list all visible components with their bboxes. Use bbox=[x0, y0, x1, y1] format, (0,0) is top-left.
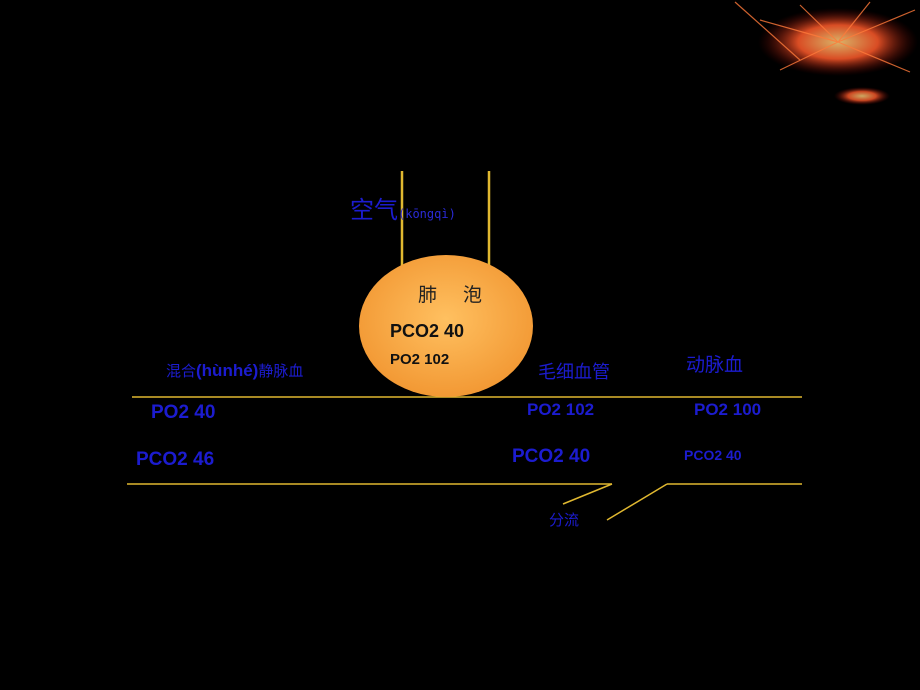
arterial-label: 动脉血 bbox=[686, 354, 744, 376]
capillary-po2: PO2 102 bbox=[527, 400, 595, 419]
shunt-line-right bbox=[606, 483, 668, 521]
capillary-pco2: PCO2 40 bbox=[512, 446, 591, 467]
air-label: 空气(kōngqì) bbox=[350, 190, 456, 225]
arterial-po2: PO2 100 bbox=[694, 400, 762, 419]
alveolus-label: 肺 泡 bbox=[418, 284, 493, 306]
air-pinyin: (kōngqì) bbox=[398, 207, 456, 221]
arterial-pco2: PCO2 40 bbox=[684, 447, 742, 463]
venous-po2: PO2 40 bbox=[151, 402, 216, 423]
firework-decoration bbox=[734, 1, 918, 105]
mixed-venous-label: 混合(hùnhé)静脉血 bbox=[166, 360, 303, 381]
mixed-venous-pinyin: (hùnhé) bbox=[196, 361, 259, 380]
shunt-line-left bbox=[562, 483, 613, 505]
alveolus-circle bbox=[359, 255, 533, 397]
shunt-label: 分流 bbox=[549, 511, 580, 529]
alveolus-po2: PO2 102 bbox=[390, 351, 450, 368]
mixed-venous-label-post: 静脉血 bbox=[258, 362, 304, 380]
mixed-venous-label-pre: 混合 bbox=[166, 362, 197, 380]
venous-pco2: PCO2 46 bbox=[136, 449, 215, 470]
capillary-label: 毛细血管 bbox=[538, 362, 610, 383]
air-label-text: 空气 bbox=[350, 196, 398, 224]
alveolus-pco2: PCO2 40 bbox=[390, 321, 465, 341]
